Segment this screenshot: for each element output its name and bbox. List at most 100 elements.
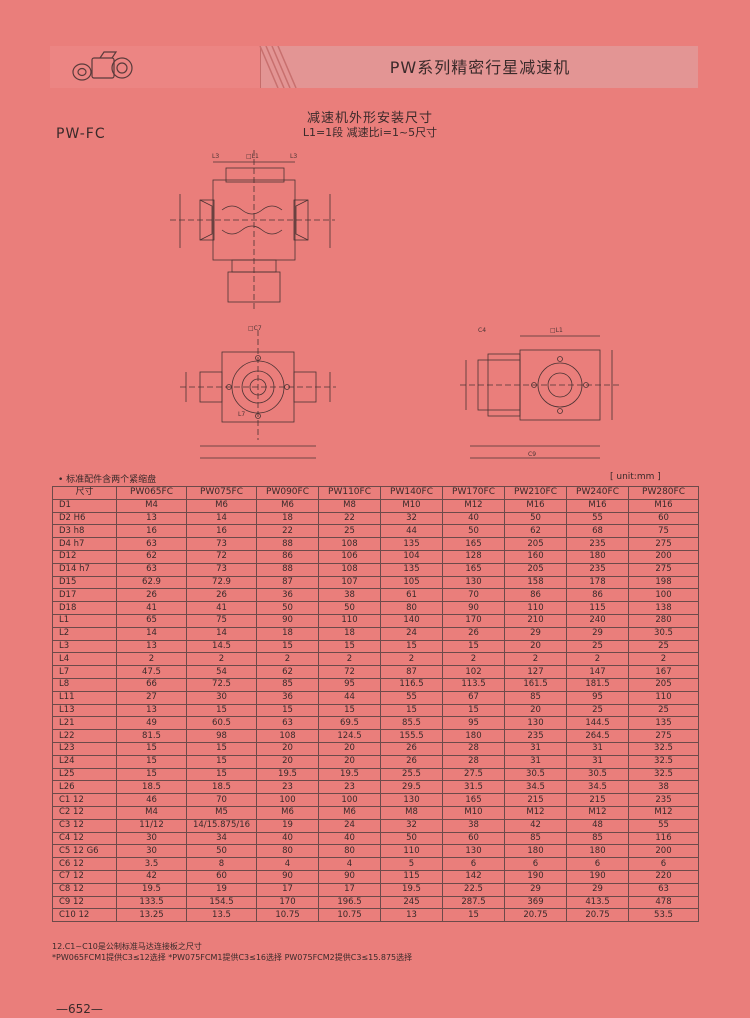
top-view-drawing [170,150,335,310]
unit-label: [ unit:mm ] [610,472,661,482]
table-cell: 2 [380,652,443,667]
table-cell: 34.5 [566,780,629,795]
table-cell: 63 [116,562,187,577]
table-cell: 30.5 [504,767,567,782]
table-cell: 25 [566,639,629,654]
table-cell: 23 [318,780,381,795]
table-cell: 62 [256,665,319,679]
table-cell: 69.5 [318,716,381,731]
table-cell: 14 [186,511,257,526]
table-cell: 90 [256,613,319,628]
table-cell: 98 [186,729,257,743]
row-label-cell: D12 [52,549,117,564]
table-cell: 6 [566,857,629,871]
table-cell: 5 [380,857,443,871]
table-cell: 165 [442,562,505,577]
table-cell: 40 [442,511,505,526]
table-cell: 50 [186,844,257,859]
table-cell: 24 [380,626,443,641]
table-cell: 116.5 [380,677,443,692]
table-cell: 20 [318,754,381,769]
table-cell: 23 [256,780,319,795]
table-cell: 19.5 [380,882,443,897]
table-cell: 235 [566,562,629,577]
table-cell: 165 [442,537,505,551]
row-label-cell: C6 12 [52,857,117,871]
table-cell: 15 [116,767,187,782]
table-cell: 75 [186,613,257,628]
table-cell: 34 [186,831,257,846]
table-cell: 124.5 [318,729,381,743]
table-cell: 47.5 [116,665,187,679]
table-cell: 87 [256,575,319,590]
row-label-cell: D4 h7 [52,537,117,551]
table-cell: M10 [442,805,505,820]
table-cell: M6 [318,805,381,820]
table-cell: 128 [442,549,505,564]
table-cell: 26 [380,741,443,756]
table-cell: 2 [186,652,257,667]
table-cell: 30.5 [566,767,629,782]
table-cell: 8 [186,857,257,871]
table-cell: 4 [318,857,381,871]
row-label-cell: L13 [52,703,117,718]
table-cell: M4 [116,498,187,513]
table-cell: 13 [116,639,187,654]
table-cell: 31 [566,741,629,756]
table-cell: 22 [256,524,319,539]
table-cell: 25 [628,703,699,718]
dim-label-l7: L7 [238,411,245,418]
table-cell: 13 [116,511,187,526]
table-cell: 155.5 [380,729,443,743]
row-label-cell: L11 [52,690,117,705]
table-cell: 19 [186,882,257,897]
table-cell: 29 [504,882,567,897]
row-label-cell: L7 [52,665,117,679]
footnote-line: *PW065FCM1提供C3≤12选择 *PW075FCM1提供C3≤16选择 … [52,953,413,962]
table-cell: 210 [504,613,567,628]
table-cell: 34.5 [504,780,567,795]
table-cell: M6 [256,498,319,513]
table-cell: 40 [318,831,381,846]
table-header-cell: PW140FC [380,486,443,500]
table-cell: 16 [186,524,257,539]
row-label-cell: C9 12 [52,895,117,910]
table-cell: 88 [256,537,319,551]
table-header-cell: PW090FC [256,486,319,500]
table-cell: M10 [380,498,443,513]
drawing-subtitle: L1=1段 减速比i=1~5尺寸 [302,126,438,139]
table-cell: 86 [256,549,319,564]
table-cell: 17 [256,882,319,897]
table-cell: 15 [318,703,381,718]
table-cell: 81.5 [116,729,187,743]
row-label-cell: C2 12 [52,805,117,820]
table-cell: 36 [256,690,319,705]
table-cell: 138 [628,601,699,615]
table-cell: 88 [256,562,319,577]
table-cell: 61 [380,588,443,603]
table-cell: 62 [504,524,567,539]
table-cell: 181.5 [566,677,629,692]
table-cell: 133.5 [116,895,187,910]
row-label-cell: L22 [52,729,117,743]
table-cell: 100 [318,793,381,807]
table-cell: 38 [442,818,505,833]
table-cell: 6 [504,857,567,871]
table-cell: 75 [628,524,699,539]
table-cell: 154.5 [186,895,257,910]
table-cell: 50 [256,601,319,615]
table-cell: 140 [380,613,443,628]
table-cell: 170 [442,613,505,628]
table-cell: 38 [318,588,381,603]
table-cell: 63 [256,716,319,731]
dim-label-c9: C9 [528,451,536,458]
table-cell: 240 [566,613,629,628]
table-cell: 49 [116,716,187,731]
table-cell: 275 [628,562,699,577]
